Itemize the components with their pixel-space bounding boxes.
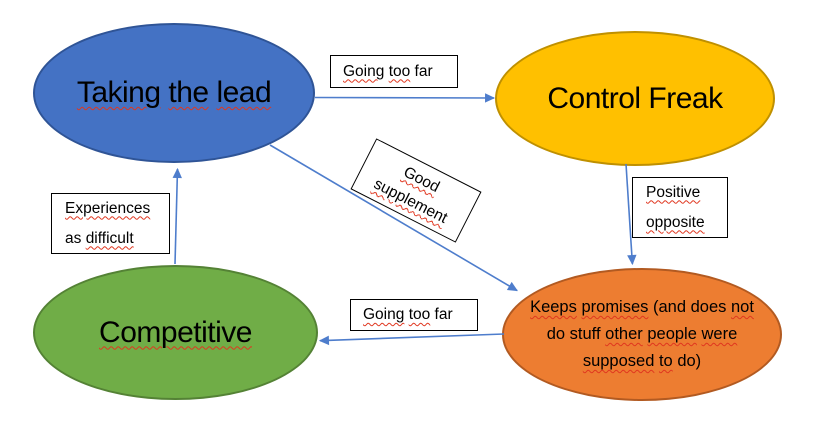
node-taking-the-lead[interactable]: Taking the lead (33, 23, 315, 163)
label-experiences-line2: as difficult (65, 229, 134, 247)
node-control-freak[interactable]: Control Freak (495, 31, 775, 166)
label-experiences-as-difficult[interactable]: Experiences as difficult (51, 193, 170, 254)
label-going-too-far-top-text: Going too far (343, 62, 433, 80)
node-keeps-promises[interactable]: Keeps promises (and does not do stuff ot… (502, 268, 782, 401)
edge-keeps-promises-to-competitive[interactable] (318, 333, 505, 346)
label-positive-opposite-line1: Positive (646, 183, 701, 201)
label-going-too-far-top[interactable]: Going too far (330, 55, 458, 88)
label-positive-opposite[interactable]: Positive opposite (632, 177, 728, 238)
node-competitive[interactable]: Competitive (33, 265, 318, 400)
edge-taking-lead-to-keeps-promises[interactable] (269, 144, 518, 292)
node-keeps-promises-line3: supposed to do) (582, 352, 702, 370)
node-keeps-promises-line1: Keeps promises (and does not (530, 298, 754, 316)
node-control-freak-label: Control Freak (547, 81, 723, 115)
label-going-too-far-bottom-text: Going too far (363, 306, 453, 323)
label-positive-opposite-line2: opposite (646, 213, 705, 231)
node-competitive-label: Competitive (99, 315, 252, 349)
node-taking-the-lead-label: Taking the lead (76, 76, 272, 109)
label-experiences-line1: Experiences (65, 199, 151, 217)
node-keeps-promises-line2: do stuff other people were (546, 325, 738, 343)
edge-taking-lead-to-control-freak[interactable] (314, 93, 496, 103)
edge-control-freak-to-keeps-promises[interactable] (625, 163, 637, 266)
label-going-too-far-bottom[interactable]: Going too far (350, 299, 478, 331)
edge-competitive-to-taking-lead[interactable] (172, 167, 182, 265)
